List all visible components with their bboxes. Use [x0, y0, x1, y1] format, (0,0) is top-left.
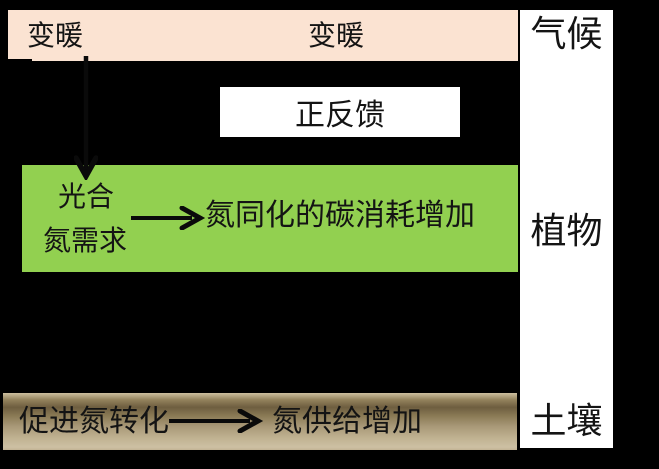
plant-process-box: 光合 氮需求 氮同化的碳消耗增加: [22, 165, 518, 272]
nitrogen-demand-label: 氮需求: [43, 225, 128, 256]
column-label-soil: 土壤: [530, 400, 603, 441]
warming-label-left: 变暖: [27, 19, 84, 51]
column-label-plant: 植物: [530, 210, 603, 251]
column-label-climate: 气候: [530, 13, 603, 54]
system-column: 气候 植物 土壤: [520, 10, 613, 448]
down-arrow-icon: [74, 50, 98, 180]
climate-warming-bar: 变暖 变暖: [8, 10, 518, 61]
soil-process-box: 促进氮转化 氮供给增加: [3, 393, 517, 450]
right-arrow-icon: [168, 409, 268, 433]
right-arrow-icon: [130, 206, 210, 230]
positive-feedback-box: 正反馈: [220, 87, 460, 137]
carbon-consumption-label: 氮同化的碳消耗增加: [205, 199, 475, 232]
nitrogen-transformation-label: 促进氮转化: [19, 404, 169, 438]
warming-label-middle: 变暖: [308, 19, 365, 51]
bar-edge-mark: [3, 59, 32, 65]
positive-feedback-label: 正反馈: [295, 99, 385, 132]
nitrogen-supply-label: 氮供给增加: [272, 404, 422, 438]
photosynthesis-label: 光合: [58, 181, 115, 212]
